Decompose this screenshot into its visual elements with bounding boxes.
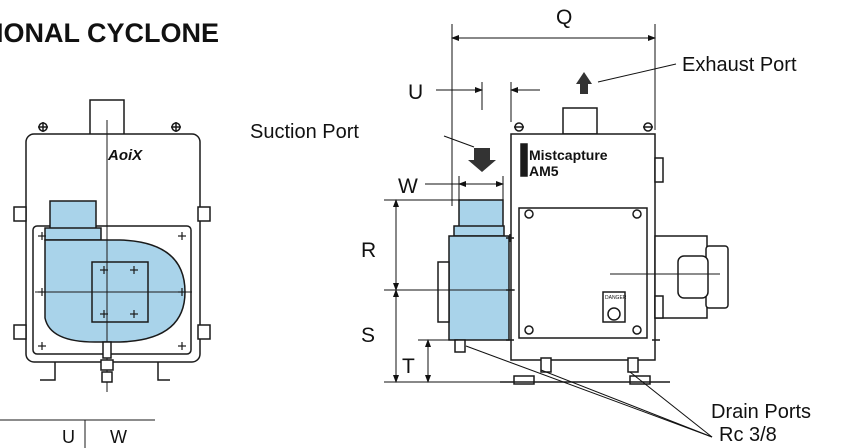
front-view xyxy=(13,99,211,392)
label-exhaust-port: Exhaust Port xyxy=(682,54,797,76)
front-foot-right xyxy=(157,362,170,381)
arrow-up-icon xyxy=(576,72,592,94)
dim-q: Q xyxy=(556,6,572,29)
side-view xyxy=(430,107,729,385)
warning-label-text: DANGER xyxy=(605,295,627,301)
front-foot-left xyxy=(40,362,56,381)
side-door-panel xyxy=(518,207,648,339)
dim-r: R xyxy=(361,239,376,262)
front-side-brackets xyxy=(13,206,211,340)
dim-s: S xyxy=(361,324,375,347)
dimension-lines xyxy=(384,24,713,438)
front-top-bolts xyxy=(38,122,181,132)
front-mount-marks xyxy=(38,232,186,350)
dim-t: T xyxy=(402,355,415,378)
dimension-table xyxy=(0,419,155,448)
side-cyclone-body xyxy=(448,235,510,341)
front-flange xyxy=(44,227,102,241)
table-header-w: W xyxy=(110,427,127,447)
side-exhaust-stub xyxy=(562,107,598,135)
label-drain-size: Rc 3/8 xyxy=(719,424,777,446)
front-brand-logo: AoiX xyxy=(107,147,143,164)
table-header-u: U xyxy=(62,427,75,447)
side-suction-duct xyxy=(458,199,504,231)
label-suction-port: Suction Port xyxy=(250,121,359,143)
page-title: IONAL CYCLONE xyxy=(0,18,219,48)
arrow-down-icon xyxy=(468,148,496,172)
dim-w: W xyxy=(398,175,418,198)
label-drain-ports: Drain Ports xyxy=(711,401,811,423)
nameplate-line2: AM5 xyxy=(529,163,559,179)
dim-u: U xyxy=(408,81,423,104)
nameplate-line1: Mistcapture xyxy=(529,147,608,163)
